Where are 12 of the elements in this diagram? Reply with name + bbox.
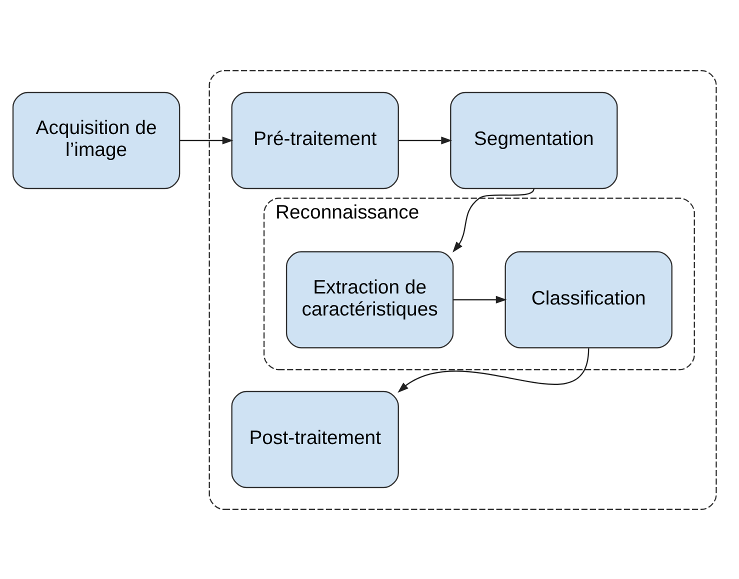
node-box: Acquisition de l’image (12, 91, 180, 189)
node-box: Segmentation (450, 91, 618, 189)
cluster (208, 69, 717, 510)
arrow (398, 136, 452, 144)
node-box: Pré-traitement (231, 91, 399, 189)
arrow (452, 188, 534, 252)
arrow (398, 348, 590, 392)
node-box: Extraction de caractéristiques (286, 250, 454, 348)
node-box: Classification (504, 250, 672, 348)
arrow (453, 295, 507, 304)
arrow (180, 136, 234, 144)
node-box: Post-traitement (231, 390, 399, 488)
